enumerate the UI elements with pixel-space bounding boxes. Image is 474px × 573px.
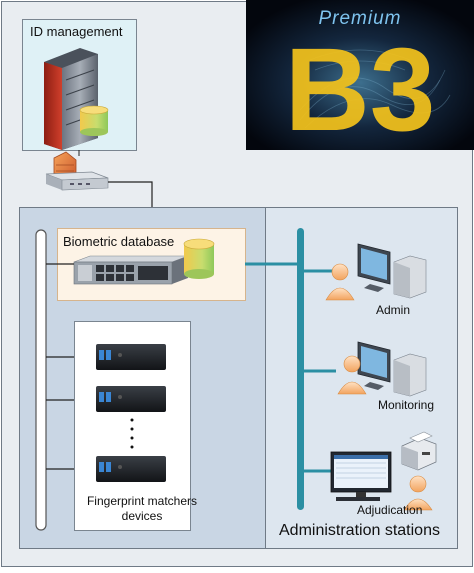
user-workstation-icon: [330, 451, 433, 511]
logo-premium-text: Premium: [318, 8, 401, 29]
administration-stations-label: Administration stations: [279, 522, 440, 539]
fingerprint-matchers-label: Fingerprint matchers devices: [86, 494, 198, 523]
mini-pc-icon: [96, 386, 166, 412]
user-workstation-icon: [337, 341, 427, 397]
network-switch-icon: [45, 171, 109, 191]
mini-pc-icon: [96, 456, 166, 482]
monitoring-label: Monitoring: [378, 398, 435, 412]
id-management-label: ID management: [30, 24, 123, 39]
admin-label: Admin: [376, 303, 411, 317]
database-cylinder-icon: [79, 105, 109, 136]
premium-b3-logo: Premium B3: [246, 0, 474, 156]
admin-bus: [297, 228, 304, 510]
mini-pc-icon: [96, 344, 166, 370]
logo-b3-text: B3: [285, 24, 436, 156]
user-workstation-icon: [325, 243, 427, 301]
matcher-bus: [35, 229, 47, 531]
ellipsis-dots: [130, 418, 134, 449]
rack-server-icon: [73, 255, 189, 285]
adjudication-label: Adjudication: [357, 503, 423, 517]
database-cylinder-icon: [183, 238, 215, 279]
printer-icon: [401, 431, 437, 471]
biometric-database-label: Biometric database: [63, 234, 175, 249]
